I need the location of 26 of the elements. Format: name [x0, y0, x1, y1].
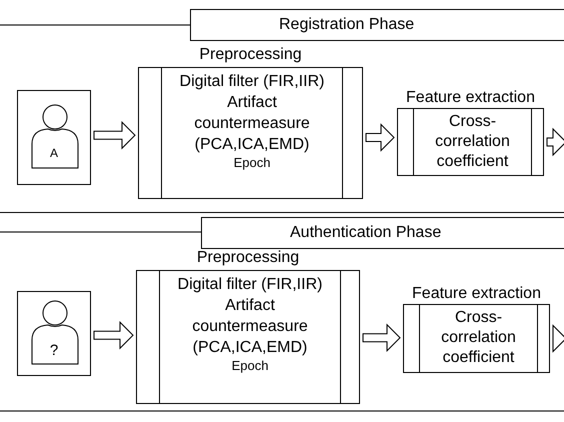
- block-arrow: [94, 121, 136, 150]
- user-box: [17, 291, 91, 376]
- block-arrow: [94, 321, 134, 350]
- step-heading: Feature extraction: [406, 90, 535, 106]
- step-text: Artifact countermeasure (PCA,ICA,EMD): [193, 93, 311, 155]
- step-heading: Preprocessing: [199, 47, 302, 63]
- step-text: Artifact countermeasure (PCA,ICA,EMD): [191, 296, 309, 358]
- user-label: A: [50, 146, 58, 158]
- step-text: Digital filter (FIR,IIR): [178, 72, 326, 92]
- block-arrow: [366, 123, 395, 152]
- block-arrow: [552, 324, 564, 353]
- block-arrow: [546, 128, 564, 156]
- step-note: Epoch: [232, 358, 268, 374]
- step-heading: Preprocessing: [196, 250, 300, 266]
- step-text: Cross-correlation coefficient: [434, 112, 511, 172]
- step-note: Epoch: [234, 155, 270, 171]
- phase-title: Registration Phase: [279, 17, 414, 33]
- user-label: ?: [50, 342, 58, 358]
- phase-header-box: [201, 217, 564, 249]
- step-text: Cross-correlation coefficient: [440, 308, 517, 368]
- user-box: [17, 90, 91, 185]
- step-heading: Feature extraction: [412, 286, 541, 302]
- phase-title: Authentication Phase: [290, 225, 442, 241]
- block-arrow: [362, 324, 401, 352]
- phase-header-box: [190, 9, 564, 41]
- step-text: Digital filter (FIR,IIR): [176, 275, 324, 295]
